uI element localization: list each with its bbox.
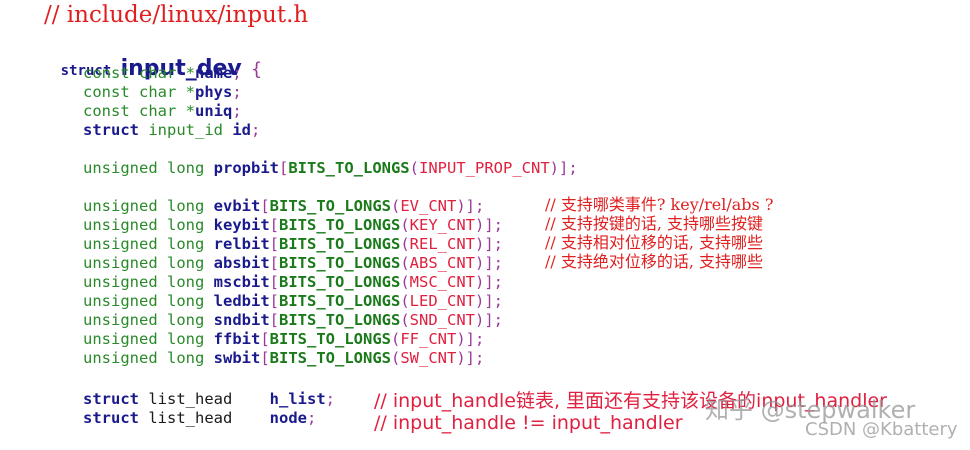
field-swbit: unsigned long swbit[BITS_TO_LONGS(SW_CNT… — [83, 349, 485, 367]
comment-node: // input_handle != input_handler — [374, 412, 683, 434]
field-evbit: unsigned long evbit[BITS_TO_LONGS(EV_CNT… — [83, 197, 485, 215]
struct-keyword: struct — [60, 63, 112, 79]
comment-absbit: // 支持绝对位移的话, 支持哪些 — [545, 252, 764, 271]
field-mscbit: unsigned long mscbit[BITS_TO_LONGS(MSC_C… — [83, 273, 503, 291]
zhihu-watermark: 知乎 @stepwalker — [705, 396, 916, 424]
field-ffbit: unsigned long ffbit[BITS_TO_LONGS(FF_CNT… — [83, 330, 485, 348]
file-path-comment: // include/linux/input.h — [44, 2, 309, 28]
pointer-fields: const char *name;const char *phys;const … — [83, 64, 260, 140]
field-keybit: unsigned long keybit[BITS_TO_LONGS(KEY_C… — [83, 216, 503, 234]
field-propbit: unsigned long propbit[BITS_TO_LONGS(INPU… — [83, 159, 578, 177]
comment-keybit: // 支持按键的话, 支持哪些按键 — [545, 214, 764, 233]
field-h-list: struct list_head h_list; — [83, 390, 335, 408]
field-name: const char *name; — [83, 64, 242, 82]
field-sndbit: unsigned long sndbit[BITS_TO_LONGS(SND_C… — [83, 311, 503, 329]
struct-name: input_dev — [120, 56, 242, 81]
field-uniq: const char *uniq; — [83, 102, 242, 120]
field-node: struct list_head node; — [83, 409, 317, 427]
comment-h-list: // input_handle链表, 里面还有支持该设备的input_handl… — [374, 390, 887, 412]
bit-field-comments: // 支持哪类事件? key/rel/abs ?// 支持按键的话, 支持哪些按… — [545, 195, 773, 271]
field-ledbit: unsigned long ledbit[BITS_TO_LONGS(LED_C… — [83, 292, 503, 310]
bit-fields: unsigned long evbit[BITS_TO_LONGS(EV_CNT… — [83, 197, 503, 368]
open-brace: { — [251, 59, 262, 80]
struct-declaration: struct input_dev { — [42, 40, 262, 81]
field-absbit: unsigned long absbit[BITS_TO_LONGS(ABS_C… — [83, 254, 503, 272]
comment-evbit: // 支持哪类事件? key/rel/abs ? — [545, 195, 774, 214]
field-id: struct input_id id; — [83, 121, 261, 139]
csdn-watermark: CSDN @Kbattery — [805, 419, 958, 440]
comment-relbit: // 支持相对位移的话, 支持哪些 — [545, 233, 764, 252]
list-fields: struct list_head h_list;struct list_head… — [83, 390, 335, 428]
field-relbit: unsigned long relbit[BITS_TO_LONGS(REL_C… — [83, 235, 503, 253]
field-phys: const char *phys; — [83, 83, 242, 101]
